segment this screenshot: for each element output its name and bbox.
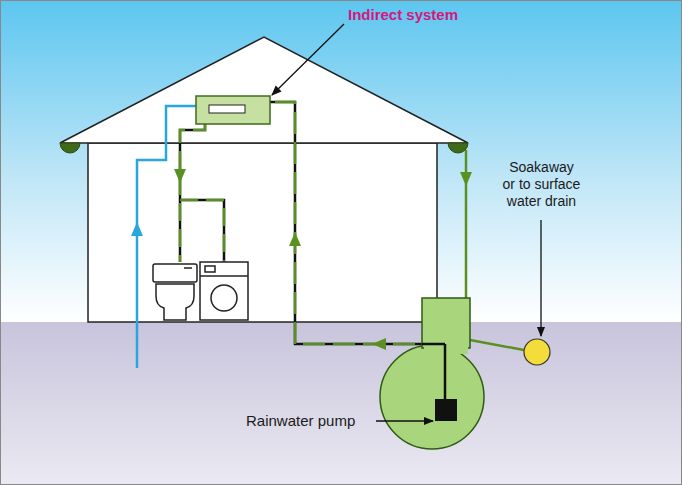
machine-panel [200,275,248,277]
wc-handle [184,267,192,269]
machine-door [211,285,237,311]
flow-arrow [460,172,472,186]
pump-pipe [444,344,447,400]
flow-arrow [131,222,143,236]
rising-main [270,102,445,344]
pipe [180,200,224,262]
overflow-pipe [470,340,524,350]
leader-line [376,420,433,421]
wc-cistern [153,264,197,282]
house-wall [88,143,437,322]
wc [153,264,197,320]
gutter [60,143,80,153]
washing-machine [200,262,248,320]
flow-arrow [174,169,186,183]
pump-label: Rainwater pump [246,412,355,430]
header-tank [196,96,270,124]
storage-tank [380,345,484,449]
machine-control [205,266,215,272]
rainwater-pump [435,399,457,421]
rising-main [270,102,445,344]
ground [0,322,682,485]
rainwater-pipes [180,102,524,400]
pump-pipe [422,343,445,346]
house-roof [60,37,468,143]
mains-pipe [137,106,196,368]
flow-arrow [289,232,301,246]
leader-line [540,220,541,336]
soakaway [524,339,550,365]
pipe [180,124,205,262]
pipe [180,124,205,262]
pipe [180,200,224,262]
wc-pan [156,284,194,320]
system-label: Indirect system [348,6,458,24]
sky [0,0,682,322]
pump-pipe [444,344,447,400]
tank-float [209,105,245,113]
leader-line [272,24,344,95]
flow-arrow [372,338,386,350]
machine-body [200,262,248,320]
soakaway-label: Soakaway or to surface water drain [502,159,581,209]
